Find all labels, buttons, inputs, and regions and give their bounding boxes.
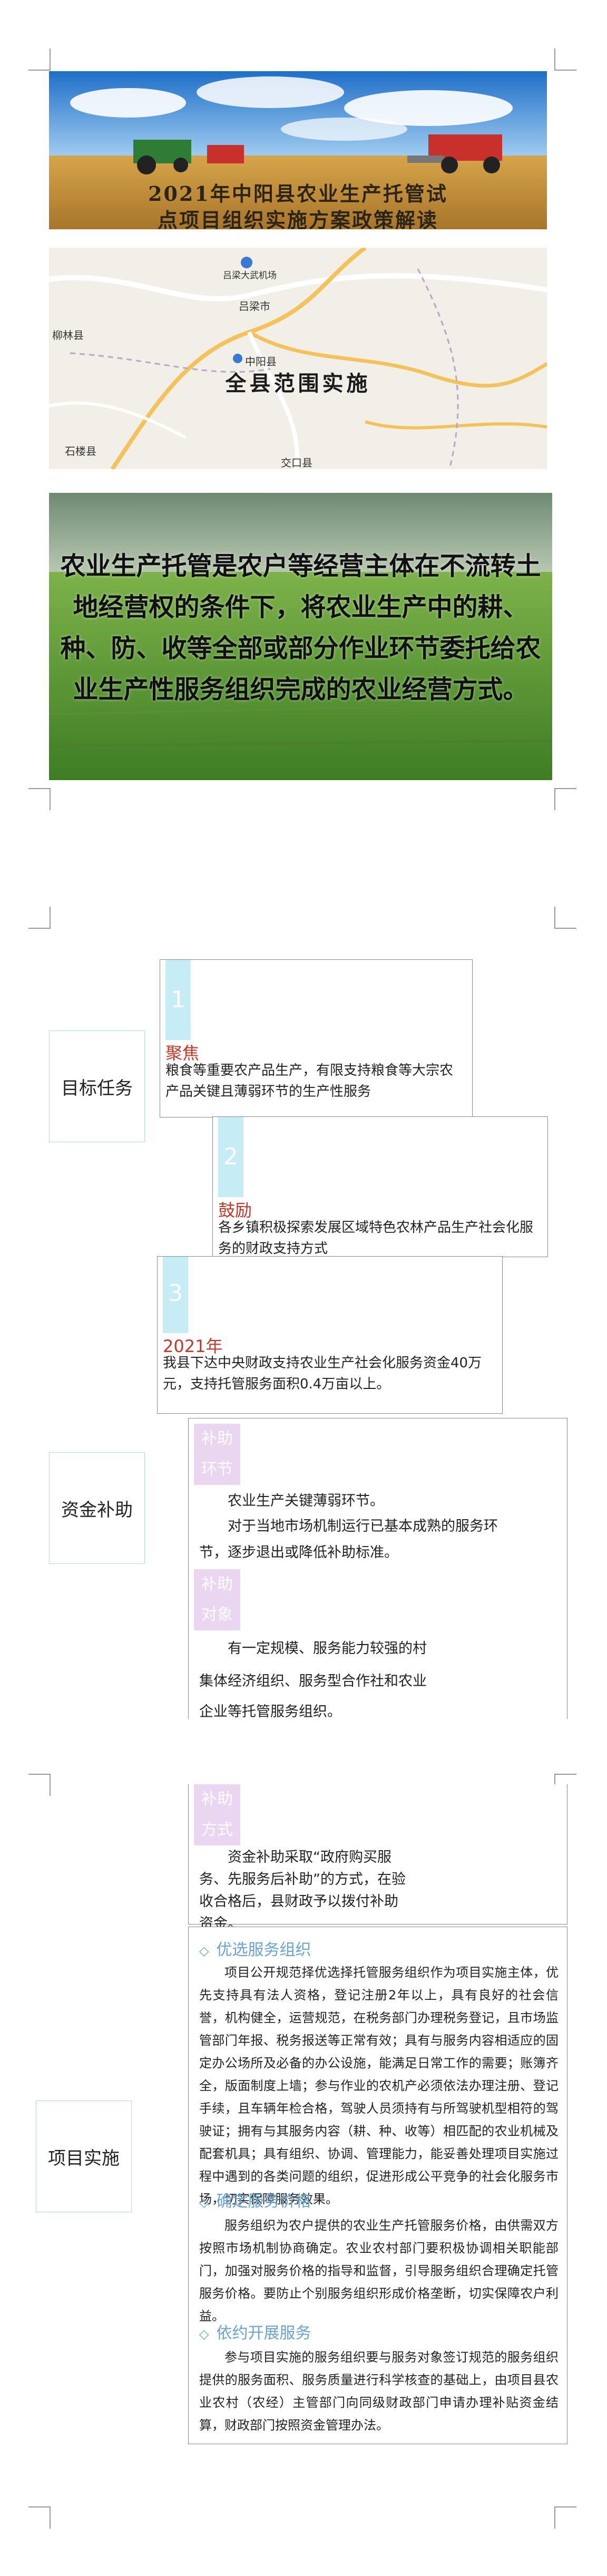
implementation-box: ◇优选服务组织 项目公开规范择优选择托管服务组织作为项目实施主体，优先支持具有法… — [188, 1927, 567, 2444]
implementation-body: 项目公开规范择优选择托管服务组织作为项目实施主体，优先支持具有法人资格，登记注册… — [199, 1965, 559, 2206]
crop-mark — [28, 1774, 51, 1796]
subsidy-tag: 补助 方式 — [194, 1784, 240, 1845]
subsidy-box: 补助 方式 资金补助采取“政府购买服务、先服务后补助”的方式，在验收合格后，县财… — [188, 1784, 567, 1932]
subsidy-text: 有一定规模、服务能力较强的村 — [228, 1640, 427, 1657]
target-title: 聚焦 — [165, 1043, 200, 1063]
subsidy-box: 补助 环节 农业生产关键薄弱环节。 对于当地市场机制运行已基本成熟的服务环节，逐… — [188, 1418, 567, 1720]
implementation-heading: ◇依约开展服务 — [199, 2324, 311, 2342]
map-place-label: 交口县 — [281, 456, 312, 469]
banner-title-line1: 2021年中阳县农业生产托管试 — [148, 182, 448, 206]
section-label-implementation: 项目实施 — [36, 2101, 132, 2212]
subsidy-text: 企业等托管服务组织。 — [199, 1704, 341, 1720]
target-title: 鼓励 — [218, 1200, 252, 1220]
subsidy-tag: 补助 对象 — [194, 1569, 240, 1630]
target-number: 2 — [218, 1117, 243, 1197]
target-card: 1 聚焦 粮食等重要农产品生产，有限支持粮食等大宗农产品关键且薄弱环节的生产性服… — [160, 959, 473, 1117]
crop-mark — [554, 907, 576, 929]
implementation-body: 服务组织为农户提供的农业生产托管服务价格，由供需双方按照市场机制协商确定。农业农… — [199, 2218, 559, 2324]
subsidy-text: 集体经济组织、服务型合作社和农业 — [199, 1673, 427, 1689]
subsidy-text: 农业生产关键薄弱环节。 — [228, 1493, 384, 1509]
target-body: 我县下达中央财政支持农业生产社会化服务资金40万元，支持托管服务面积0.4万亩以… — [163, 1355, 482, 1392]
banner-title-line2: 点项目组织实施方案政策解读 — [157, 208, 438, 229]
crop-mark — [28, 2506, 51, 2529]
target-body: 各乡镇积极探索发展区域特色农林产品生产社会化服务的财政支持方式 — [218, 1220, 534, 1257]
field-image: 农业生产托管是农户等经营主体在不流转土地经营权的条件下，将农业生产中的耕、种、防… — [49, 493, 552, 780]
crop-mark — [554, 788, 576, 810]
implementation-heading: ◇优选服务组织 — [199, 1941, 311, 1959]
section-label-subsidy: 资金补助 — [49, 1452, 145, 1564]
diamond-icon: ◇ — [199, 1943, 209, 1958]
map-place-label: 柳林县 — [52, 329, 84, 342]
target-number: 3 — [163, 1257, 188, 1333]
map-place-label: 中阳县 — [245, 355, 277, 368]
subsidy-text: 对于当地市场机制运行已基本成熟的服务环节，逐步退出或降低补助标准。 — [199, 1518, 498, 1561]
field-quote: 农业生产托管是农户等经营主体在不流转土地经营权的条件下，将农业生产中的耕、种、防… — [60, 551, 541, 704]
banner-image: 2021年中阳县农业生产托管试 点项目组织实施方案政策解读 — [49, 71, 547, 229]
implementation-heading: ◇确定服务价格 — [199, 2192, 311, 2211]
diamond-icon: ◇ — [199, 2327, 209, 2341]
crop-mark — [28, 48, 51, 71]
crop-mark — [554, 2506, 576, 2529]
subsidy-text: 资金补助采取“政府购买服务、先服务后补助”的方式，在验收合格后，县财政予以拨付补… — [199, 1849, 406, 1932]
crop-mark — [28, 907, 51, 929]
map-place-label: 石楼县 — [65, 445, 96, 458]
map-place-label: 吕梁大武机场 — [223, 270, 277, 281]
target-number: 1 — [165, 960, 191, 1040]
section-label-targets: 目标任务 — [49, 1031, 145, 1142]
target-title: 2021年 — [163, 1336, 223, 1356]
crop-mark — [554, 48, 576, 71]
target-card: 2 鼓励 各乡镇积极探索发展区域特色农林产品生产社会化服务的财政支持方式 — [212, 1116, 548, 1257]
map-caption: 全县范围实施 — [225, 371, 371, 396]
crop-mark — [28, 788, 51, 810]
target-body: 粮食等重要农产品生产，有限支持粮食等大宗农产品关键且薄弱环节的生产性服务 — [165, 1063, 454, 1100]
map-image: 吕梁大武机场 吕梁市 柳林县 中阳县 石楼县 交口县 全县范围实施 — [49, 248, 547, 469]
map-place-label: 吕梁市 — [239, 300, 270, 313]
target-card: 3 2021年 我县下达中央财政支持农业生产社会化服务资金40万元，支持托管服务… — [157, 1256, 503, 1414]
implementation-body: 参与项目实施的服务组织要与服务对象签订规范的服务组织提供的服务面积、服务质量进行… — [199, 2350, 559, 2433]
subsidy-tag: 补助 环节 — [194, 1424, 240, 1485]
diamond-icon: ◇ — [199, 2195, 209, 2210]
